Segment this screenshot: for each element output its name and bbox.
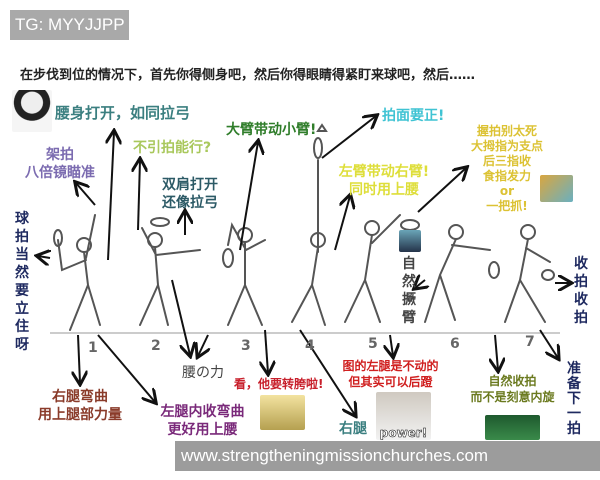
watermark-bottom: www.strengtheningmissionchurches.com [175, 441, 600, 471]
cartoon-image [540, 175, 573, 202]
label-racket-frame: 架拍八倍镜瞄准 [20, 146, 100, 182]
label-left-arm: 左臂带动右臂! 同时用上腰 [334, 163, 434, 199]
label-no-backswing: 不引拍能行? [133, 140, 212, 156]
label-line: 右腿弯曲 [52, 389, 108, 405]
player-figure-7 [504, 224, 555, 323]
power-caption: power! [379, 426, 428, 441]
player-figure-6 [424, 224, 500, 323]
label-line: 左臂带动右臂! [338, 164, 430, 180]
label-right-leg-short: 右腿 [339, 421, 367, 437]
label-left-leg: 左腿内收弯曲更好用上腰 [155, 403, 250, 439]
label-waist-power: 腰の力 [182, 365, 224, 381]
label-line: 而不是刻意内旋 [470, 390, 555, 404]
label-line: 还像拉弓 [162, 195, 218, 211]
label-line: 握拍别太死 [476, 124, 537, 138]
player-figure-5 [344, 214, 420, 323]
label-shoulders: 双肩打开还像拉弓 [158, 176, 222, 212]
step-number: 4 [305, 338, 315, 354]
label-follow-through: 收拍收拍 [574, 256, 588, 326]
label-line: or [499, 184, 515, 198]
label-line: 架拍 [46, 147, 74, 163]
step-number: 1 [88, 340, 98, 356]
cats-image [260, 395, 305, 430]
label-line: 一把抓! [486, 199, 528, 213]
headline: 在步伐到位的情况下，首先你得侧身吧，然后你得眼睛得紧盯来球吧，然后…… [20, 68, 476, 83]
step-number: 6 [450, 336, 460, 352]
label-racket-face: 拍面要正! [382, 108, 445, 124]
label-natural-finish: 自然收拍而不是刻意内旋 [465, 373, 560, 405]
label-racket-upright: 球拍当然要立住呀 [15, 211, 29, 353]
player-figure-2 [139, 217, 201, 326]
meme-image [485, 415, 540, 440]
label-hip-turn: 看，他要转胯啦! [234, 377, 324, 391]
panda-meme-image [12, 90, 52, 132]
label-line: 自然收拍 [488, 374, 537, 388]
step-number: 3 [241, 338, 251, 354]
power-cat-image: power! [376, 392, 431, 440]
label-line: 食指发力 [482, 169, 531, 183]
step-number: 7 [525, 334, 535, 350]
label-waist-open: 腰身打开，如同拉弓 [55, 104, 191, 122]
step-number: 5 [368, 336, 378, 352]
label-line: 但其实可以后蹬 [348, 375, 433, 389]
label-grip: 握拍别太死 大拇指为支点 后三指收 食指发力 or 一把抓! [462, 124, 552, 214]
label-line: 更好用上腰 [167, 422, 238, 438]
label-line: 同时用上腰 [349, 182, 419, 198]
label-left-leg-push: 图的左腿是不动的但其实可以后蹬 [338, 358, 443, 390]
label-line: 大拇指为支点 [470, 139, 543, 153]
player-figure-1 [53, 214, 101, 331]
label-line: 用上腿部力量 [38, 407, 122, 423]
pointer-arrows [38, 116, 570, 415]
step-number: 2 [151, 338, 161, 354]
label-right-leg: 右腿弯曲用上腿部力量 [30, 388, 130, 424]
avatar-image [399, 230, 421, 252]
player-figure-3 [222, 222, 266, 326]
player-figure-4 [291, 123, 328, 326]
label-line: 双肩打开 [162, 177, 218, 193]
label-upper-arm: 大臂带动小臂! [226, 122, 317, 138]
label-line: 后三指收 [482, 154, 531, 168]
label-line: 图的左腿是不动的 [342, 359, 439, 373]
watermark-top: TG: MYYJJPP [10, 10, 129, 40]
label-line: 左腿内收弯曲 [160, 404, 245, 420]
label-line: 八倍镜瞄准 [25, 165, 95, 181]
label-natural-snap: 自然撅臂 [402, 256, 416, 326]
player-figures [53, 123, 555, 331]
label-next-shot: 准备下一拍 [567, 361, 581, 437]
